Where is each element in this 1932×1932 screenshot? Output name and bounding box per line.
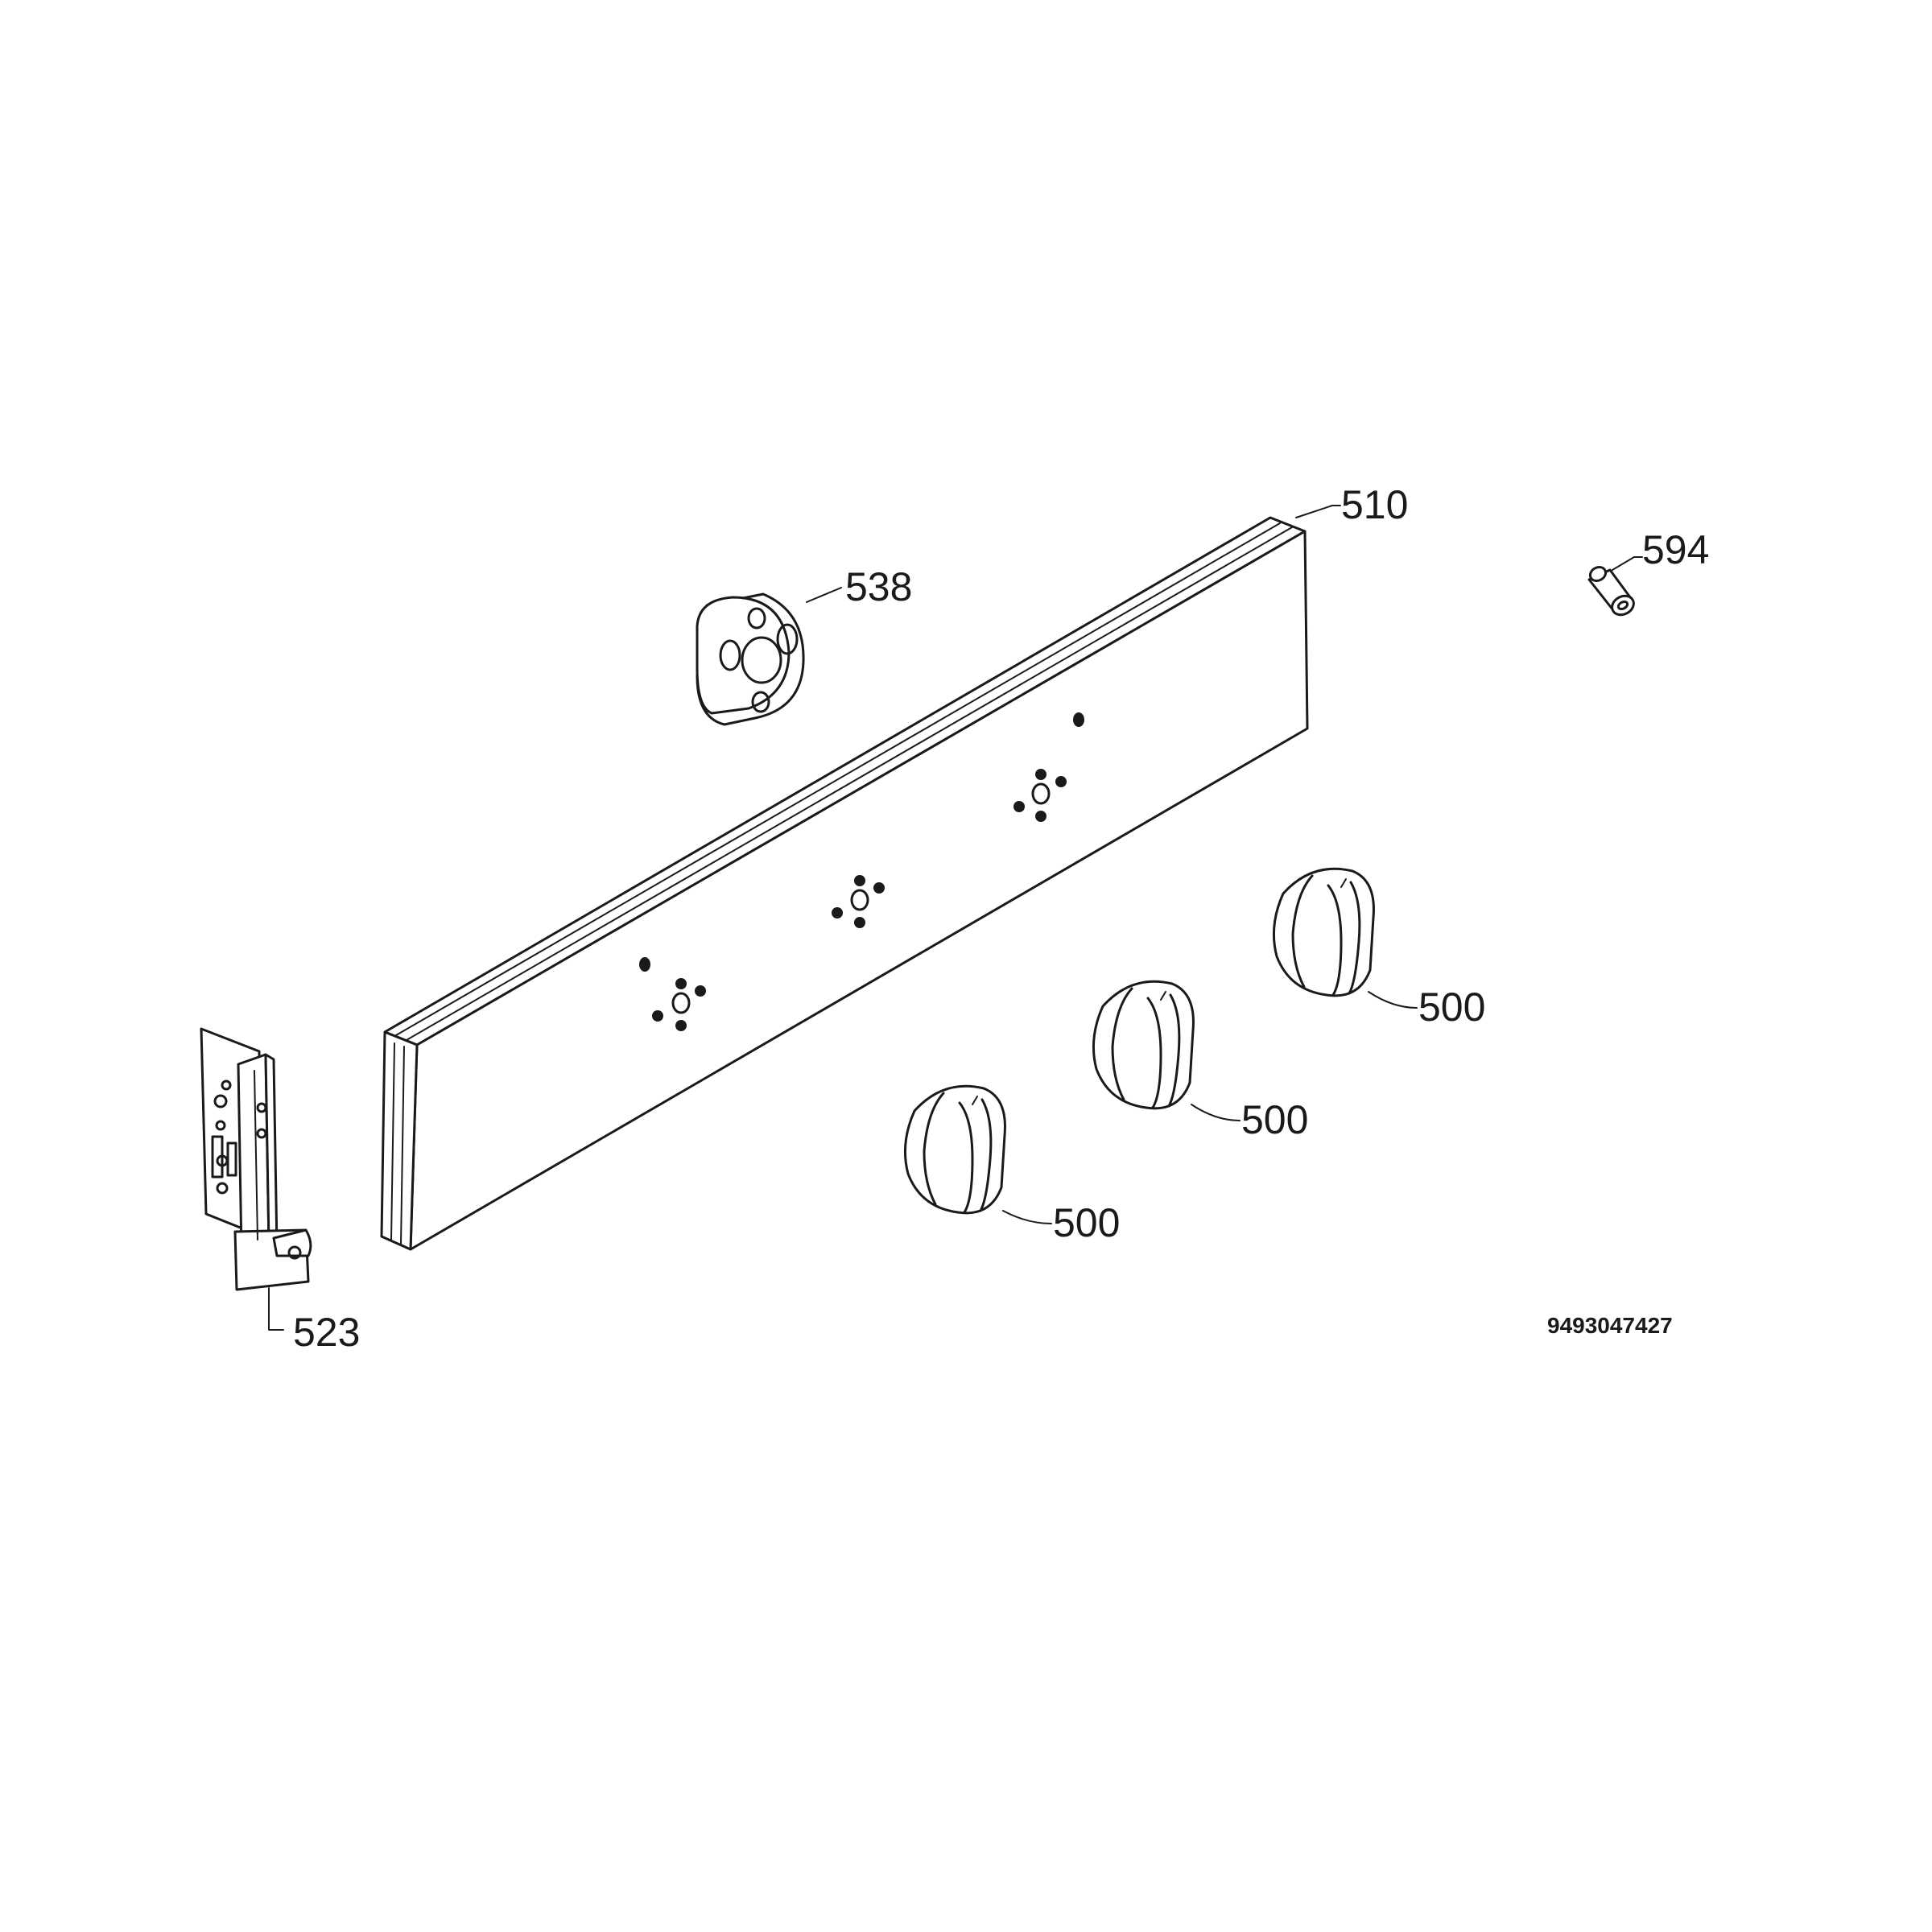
- leader-lines: [268, 505, 1643, 1331]
- control-knob-right: [1272, 867, 1375, 997]
- leader-500-middle: [1191, 1104, 1241, 1121]
- control-knob-left: [903, 1084, 1006, 1215]
- pin-part: [1587, 566, 1635, 617]
- callout-523: 523: [293, 1310, 360, 1355]
- control-panel-part: [380, 516, 1309, 1251]
- knob-hole-group-1: [639, 957, 706, 1031]
- control-knob-middle: [1092, 980, 1195, 1110]
- mounting-bracket-part: [200, 1027, 312, 1291]
- leader-510: [1295, 505, 1341, 518]
- spacer-ring-part: [696, 592, 805, 726]
- knob-hole-group-3: [1013, 712, 1084, 822]
- knob-hole-group-2: [832, 875, 885, 928]
- callout-500-left: 500: [1053, 1200, 1120, 1245]
- callout-538: 538: [845, 564, 912, 609]
- callout-500-middle: 500: [1241, 1097, 1308, 1142]
- callout-510: 510: [1341, 482, 1408, 527]
- callout-500-right: 500: [1418, 985, 1485, 1030]
- leader-538: [806, 587, 842, 603]
- callout-594: 594: [1642, 527, 1709, 572]
- leader-500-left: [1002, 1210, 1052, 1224]
- leader-523: [268, 1287, 284, 1331]
- diagram-code: 9493047427: [1547, 1313, 1673, 1338]
- leader-594: [1612, 556, 1643, 571]
- leader-500-right: [1368, 991, 1418, 1009]
